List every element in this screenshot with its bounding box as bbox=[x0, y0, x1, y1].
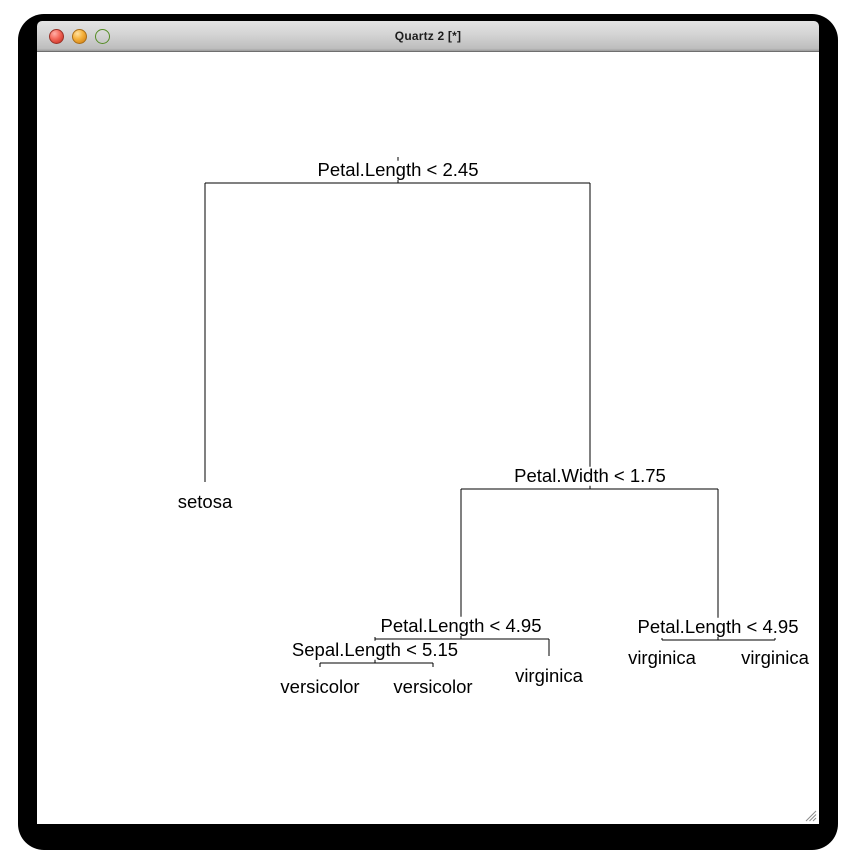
window-controls bbox=[49, 29, 110, 44]
tree-leaf-label: virginica bbox=[628, 646, 696, 668]
tree-split-label: Petal.Length < 2.45 bbox=[315, 158, 481, 180]
window-titlebar[interactable]: Quartz 2 [*] bbox=[37, 21, 819, 52]
tree-leaf-label: setosa bbox=[177, 490, 233, 512]
tree-split-label: Petal.Length < 4.95 bbox=[378, 614, 544, 636]
tree-leaf-label: virginica bbox=[515, 664, 583, 686]
tree-leaf-label: versicolor bbox=[280, 675, 360, 697]
tree-split-label: Petal.Width < 1.75 bbox=[512, 464, 668, 486]
minimize-button[interactable] bbox=[72, 29, 87, 44]
zoom-button[interactable] bbox=[95, 29, 110, 44]
window-title: Quartz 2 [*] bbox=[394, 29, 462, 43]
tree-split-label: Sepal.Length < 5.15 bbox=[289, 638, 461, 660]
tree-leaf-label: versicolor bbox=[393, 675, 473, 697]
resize-grip-icon[interactable] bbox=[803, 808, 817, 822]
tree-leaf-label: virginica bbox=[741, 646, 809, 668]
close-button[interactable] bbox=[49, 29, 64, 44]
tree-split-label: Petal.Length < 4.95 bbox=[635, 615, 801, 637]
